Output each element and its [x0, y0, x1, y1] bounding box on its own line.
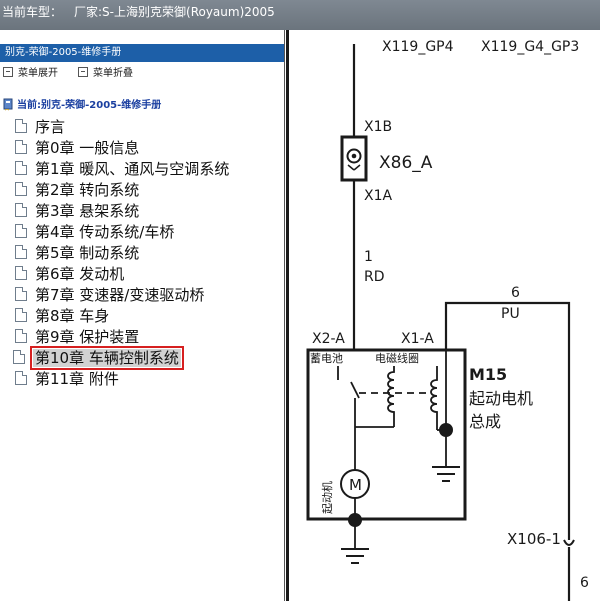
tree-item[interactable]: 第3章 悬架系统: [15, 201, 139, 221]
expand-menu-button[interactable]: 菜单展开: [3, 66, 58, 82]
label-x1a: X1A: [364, 188, 392, 204]
navigation-panel: 别克-荣御-2005-维修手册 菜单展开 菜单折叠 当前:别克-荣御-2005-…: [0, 30, 284, 601]
tree-item[interactable]: 第8章 车身: [15, 306, 109, 326]
solenoid-coil-1: [387, 366, 395, 427]
tree-item[interactable]: 第5章 制动系统: [15, 243, 139, 263]
document-icon: [15, 329, 27, 343]
panel-splitter[interactable]: [286, 30, 289, 601]
document-icon: [15, 224, 27, 238]
label-x106: X106-1: [507, 530, 561, 548]
panel-header: 别克-荣御-2005-维修手册: [0, 44, 284, 62]
tree-item[interactable]: 第1章 暖风、通风与空调系统: [15, 159, 229, 179]
tree-item-label: 第2章 转向系统: [35, 181, 140, 199]
panel-divider: [284, 30, 285, 601]
tree-item-label: 第5章 制动系统: [35, 244, 140, 262]
document-icon: [15, 161, 27, 175]
tree-item[interactable]: 第2章 转向系统: [15, 180, 139, 200]
collapse-menu-button[interactable]: 菜单折叠: [78, 66, 133, 82]
document-icon: [15, 266, 27, 280]
component-id: M15: [469, 365, 507, 384]
document-icon: [15, 371, 27, 385]
solenoid-coil-2: [430, 366, 438, 430]
document-icon: [15, 308, 27, 322]
tree-item-label: 第8章 车身: [35, 307, 110, 325]
wire-color-rd: RD: [364, 269, 385, 285]
switch-contact: [350, 381, 360, 399]
window-title-bar: 当前车型： 厂家:S-上海别克荣御(Royaum)2005: [0, 0, 600, 30]
solenoid-label: 电磁线圈: [375, 351, 419, 365]
vehicle-label: 当前车型：: [2, 5, 63, 19]
wiring-diagram: X119_GP4 X119_G4_GP3 X1B X86_A X1A 1 RD …: [289, 30, 600, 601]
document-icon: [15, 140, 27, 154]
tree-item-label: 第3章 悬架系统: [35, 202, 140, 220]
label-x119-g4-gp3: X119_G4_GP3: [481, 39, 579, 55]
label-x1b: X1B: [364, 119, 392, 135]
tree-root-label: 当前:别克-荣御-2005-维修手册: [17, 100, 162, 111]
tree-item-label: 第4章 传动系统/车桥: [35, 223, 175, 241]
label-x86a: X86_A: [379, 153, 433, 173]
tree-item[interactable]: 第4章 传动系统/车桥: [15, 222, 174, 242]
motor-letter: M: [349, 476, 362, 494]
battery-label: 蓄电池: [310, 352, 343, 365]
document-icon: [15, 119, 27, 133]
expand-icon: [3, 67, 13, 77]
tree-item[interactable]: 第0章 一般信息: [15, 138, 139, 158]
document-icon: [15, 203, 27, 217]
book-icon: [3, 98, 13, 111]
tree-item-label: 第1章 暖风、通风与空调系统: [35, 160, 230, 178]
component-name-line1: 起动电机: [469, 389, 533, 408]
wire-number-1: 1: [364, 249, 373, 265]
tree-item-label: 第6章 发动机: [35, 265, 125, 283]
motor-label: 起动机: [320, 481, 334, 514]
tree-item-label: 序言: [35, 118, 66, 136]
tree-item-label: 第0章 一般信息: [35, 139, 140, 157]
tree-item[interactable]: 第7章 变速器/变速驱动桥: [15, 285, 204, 305]
vehicle-value: 厂家:S-上海别克荣御(Royaum)2005: [74, 5, 275, 19]
tree-item-label: 第11章 附件: [35, 370, 119, 388]
connector-x106-icon: [563, 539, 575, 546]
label-x119-gp4: X119_GP4: [382, 39, 454, 55]
document-icon: [15, 287, 27, 301]
tree-item[interactable]: 第9章 保护装置: [15, 327, 139, 347]
label-x2a: X2-A: [312, 331, 345, 347]
collapse-icon: [78, 67, 88, 77]
document-icon: [15, 245, 27, 259]
tree-item[interactable]: 第10章 车辆控制系统: [13, 346, 184, 370]
document-icon: [13, 350, 25, 364]
document-icon: [15, 182, 27, 196]
expand-menu-label: 菜单展开: [18, 68, 58, 79]
wire-color-pu: PU: [501, 306, 520, 322]
component-name-line2: 总成: [469, 412, 501, 431]
wire-number-bottom: 6: [580, 575, 589, 591]
tree-root[interactable]: 当前:别克-荣御-2005-维修手册: [3, 98, 161, 114]
tree-item-label: 第10章 车辆控制系统: [30, 346, 184, 370]
tree-item-label: 第7章 变速器/变速驱动桥: [35, 286, 205, 304]
tree-item[interactable]: 第6章 发动机: [15, 264, 124, 284]
wire-number-6: 6: [511, 285, 520, 301]
tree-item[interactable]: 序言: [15, 117, 65, 137]
tree-item[interactable]: 第11章 附件: [15, 369, 119, 389]
collapse-menu-label: 菜单折叠: [93, 68, 133, 79]
component-box-m15: [306, 348, 467, 521]
label-x1a-connector: X1-A: [401, 331, 434, 347]
diagram-canvas: X119_GP4 X119_G4_GP3 X1B X86_A X1A 1 RD …: [306, 39, 589, 601]
tree-item-label: 第9章 保护装置: [35, 328, 140, 346]
